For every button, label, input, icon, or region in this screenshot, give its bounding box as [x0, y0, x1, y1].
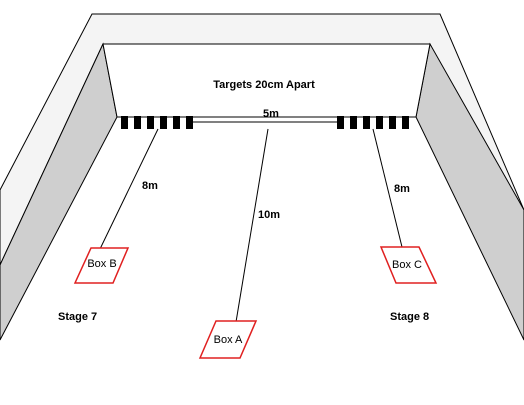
box-a-label: Box A	[214, 334, 243, 346]
target	[350, 116, 357, 129]
right-target-group	[337, 116, 409, 129]
left-lane-distance: 8m	[142, 180, 158, 192]
box-b-outline	[73, 247, 130, 284]
box-c-outline	[379, 246, 438, 284]
title-label: Targets 20cm Apart	[213, 79, 315, 91]
left-lane-line	[99, 128, 159, 250]
box-c-label: Box C	[392, 259, 422, 271]
right-lane-line	[372, 128, 403, 248]
target	[337, 116, 344, 129]
target	[121, 116, 128, 129]
target	[147, 116, 154, 129]
stage-8-label: Stage 8	[390, 311, 429, 323]
left-target-group	[121, 116, 193, 129]
target	[186, 116, 193, 129]
target	[134, 116, 141, 129]
berm-back-wall	[102, 43, 431, 118]
target	[160, 116, 167, 129]
target	[402, 116, 409, 129]
stage-7-label: Stage 7	[58, 311, 97, 323]
box-b-label: Box B	[87, 258, 116, 270]
target	[173, 116, 180, 129]
target	[389, 116, 396, 129]
box-a-outline	[198, 320, 258, 359]
target	[363, 116, 370, 129]
center-lane-line	[235, 128, 269, 323]
center-lane-distance: 10m	[258, 209, 280, 221]
target	[376, 116, 383, 129]
target-spacing-label: 5m	[263, 108, 279, 120]
right-lane-distance: 8m	[394, 183, 410, 195]
